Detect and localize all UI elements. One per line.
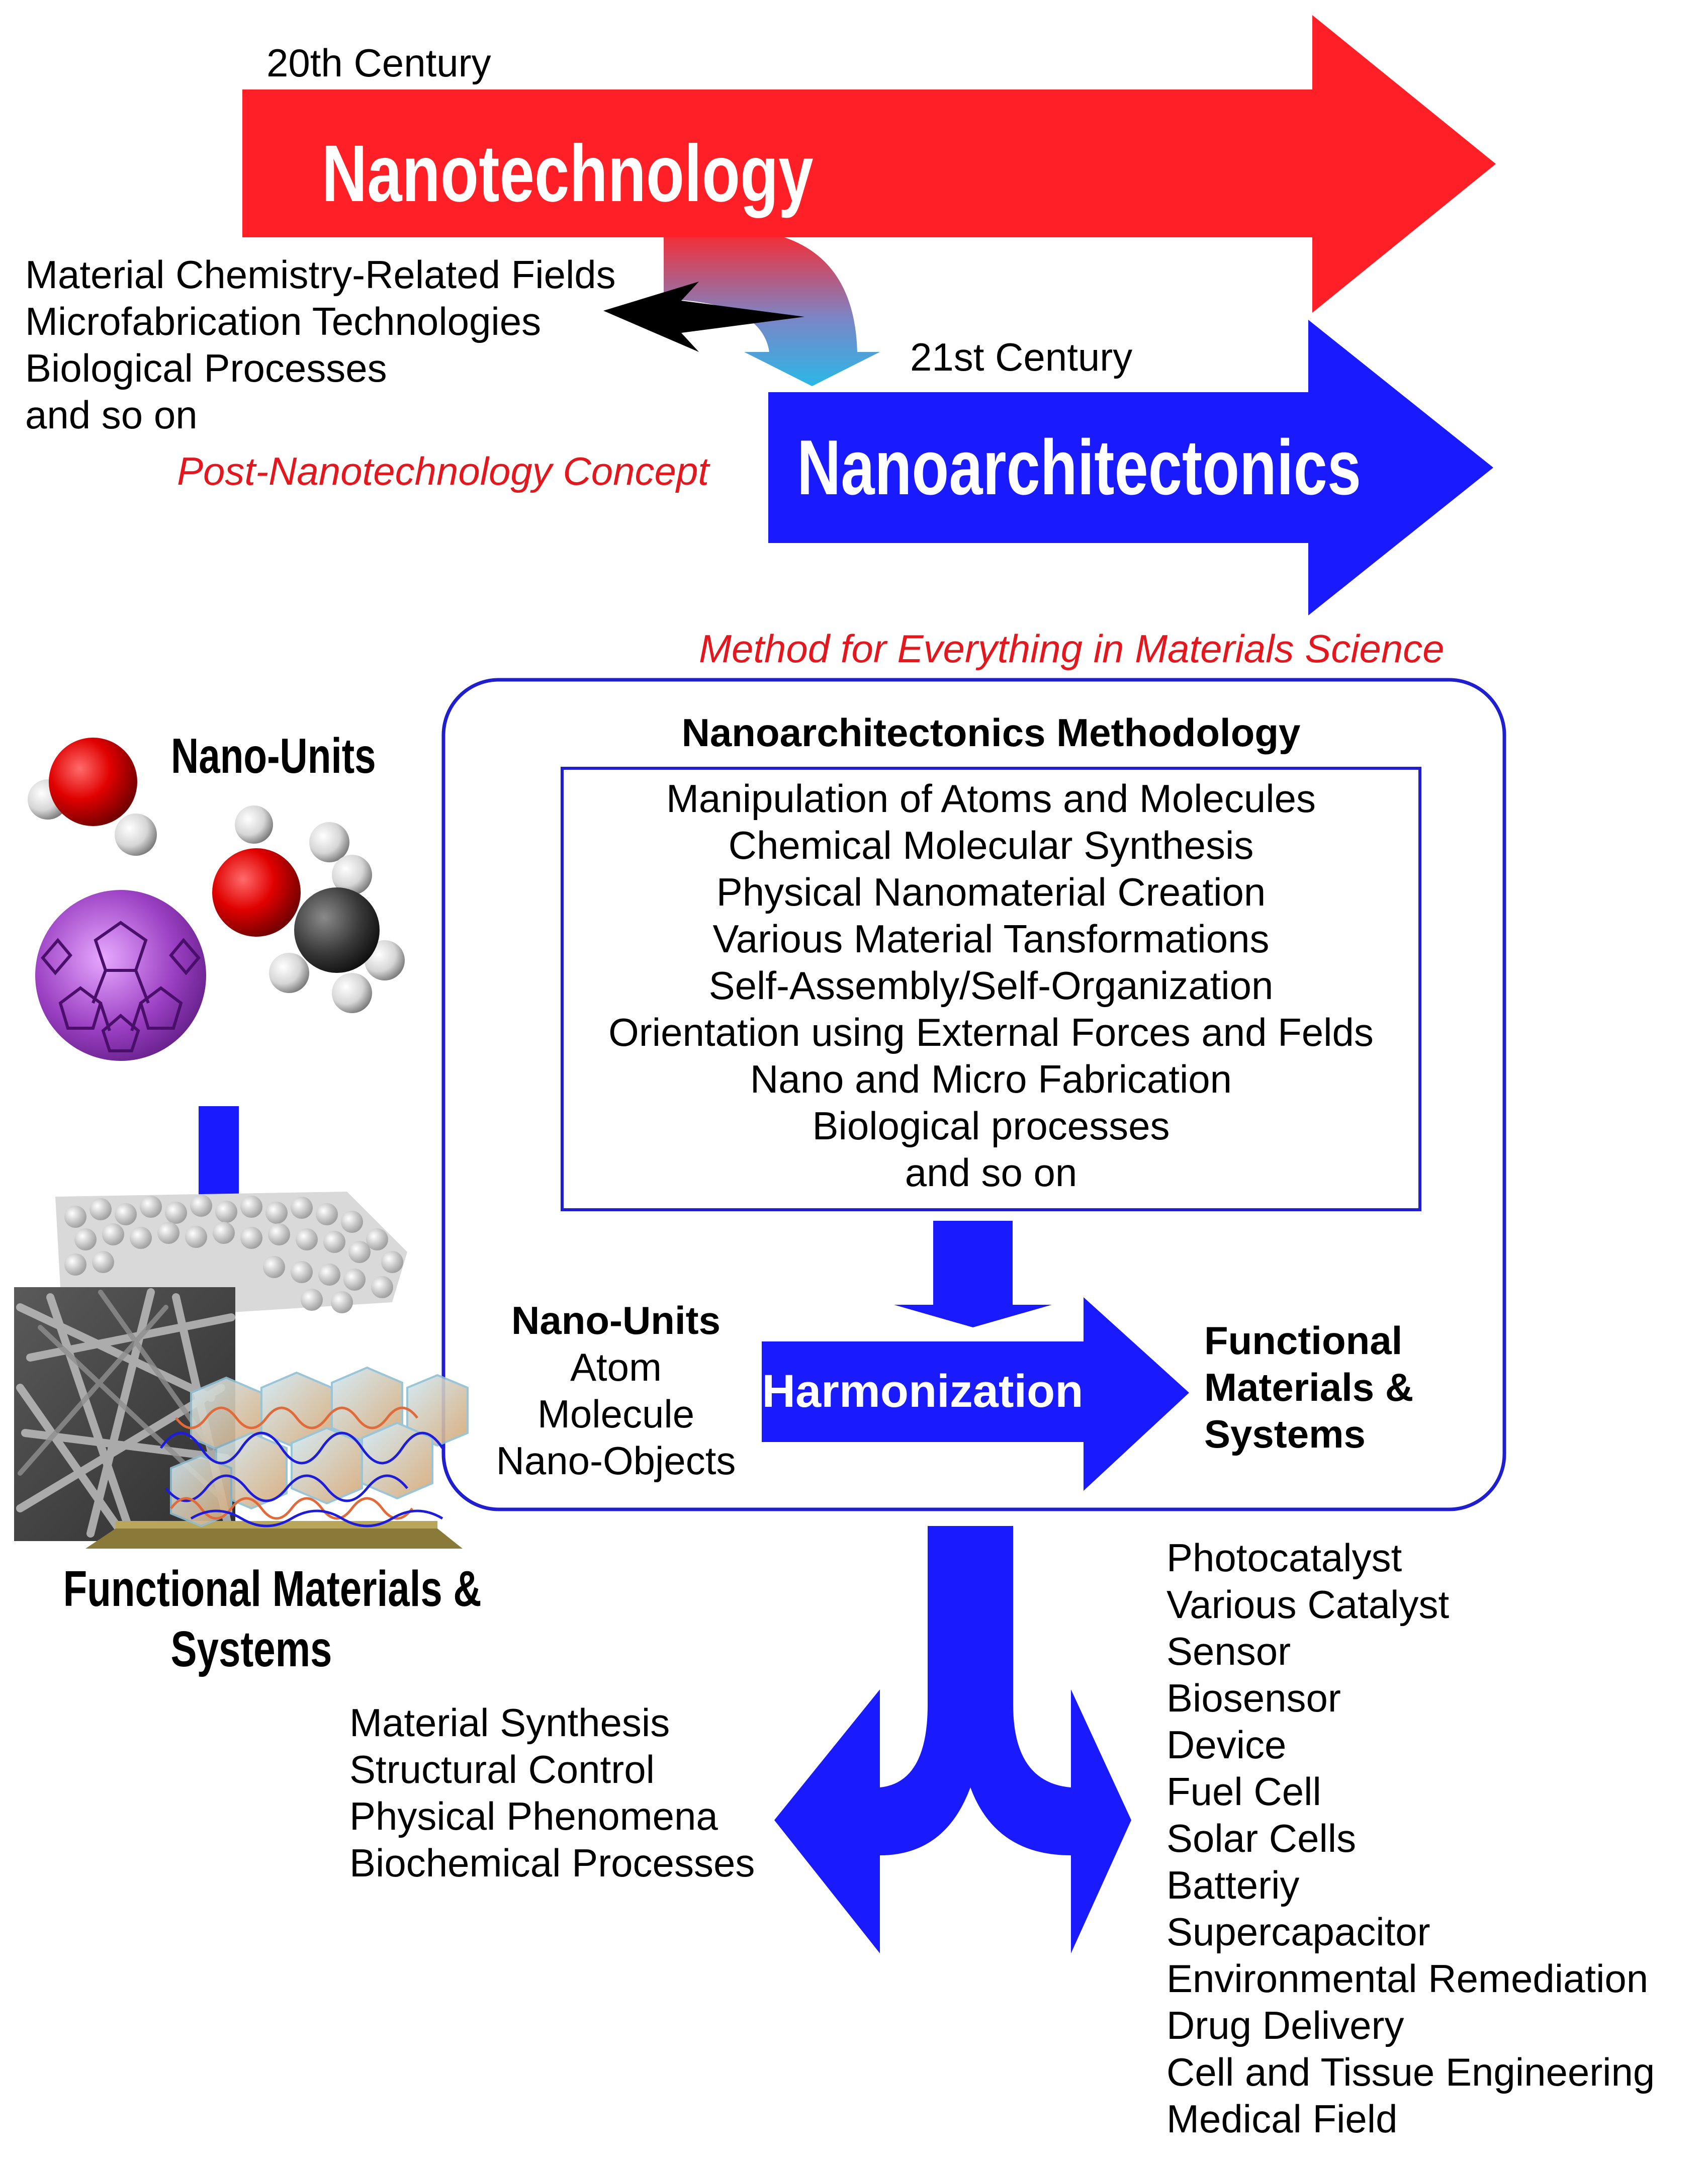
fields-item: and so on [25, 393, 198, 437]
functional-block: Functional Materials & Systems [1204, 1317, 1413, 1458]
black-pointer-arrow [603, 282, 804, 352]
approach-item: Physical Phenomena [349, 1794, 718, 1838]
century-20-label: 20th Century [266, 41, 491, 85]
harmonization-arrow [762, 1297, 1189, 1491]
methodology-item: Various Material Tansformations [712, 917, 1270, 961]
application-item: Biosensor [1166, 1676, 1341, 1720]
functional-line: Systems [1204, 1412, 1366, 1456]
approach-item: Material Synthesis [349, 1700, 670, 1745]
methodology-title: Nanoarchitectonics Methodology [681, 710, 1301, 755]
nano-units-block: Nano-Units Atom Molecule Nano-Objects [483, 1297, 749, 1484]
application-item: Device [1166, 1723, 1287, 1767]
application-item: Solar Cells [1166, 1816, 1357, 1860]
nanoarchitectonics-arrow [768, 320, 1493, 615]
transition-curve-arrow [664, 237, 880, 386]
approach-item: Structural Control [349, 1747, 655, 1791]
methodology-item: Nano and Micro Fabrication [750, 1057, 1232, 1101]
application-item: Various Catalyst [1166, 1582, 1450, 1627]
methodology-item: Manipulation of Atoms and Molecules [666, 776, 1316, 821]
harmonization-label: Harmonization [762, 1366, 1084, 1417]
methodology-frame [441, 678, 1506, 1511]
fields-item: Material Chemistry-Related Fields [25, 252, 616, 297]
nanotechnology-title: Nanotechnology [322, 128, 814, 218]
methodology-item: and so on [905, 1150, 1077, 1195]
application-item: Supercapacitor [1166, 1910, 1430, 1954]
functional-title: Functional Materials & Systems [10, 1559, 493, 1679]
fullerene-icon [35, 890, 206, 1061]
post-concept-label: Post-Nanotechnology Concept [177, 449, 709, 493]
application-item: Batteriy [1166, 1863, 1300, 1907]
functional-title-line: Functional Materials & [63, 1561, 482, 1617]
methodology-item: Chemical Molecular Synthesis [728, 823, 1254, 867]
application-item: Sensor [1166, 1629, 1291, 1673]
approach-item: Biochemical Processes [349, 1841, 755, 1885]
methodology-item: Orientation using External Forces and Fe… [608, 1010, 1374, 1054]
water-molecule-icon [28, 738, 157, 856]
split-arrow [774, 1526, 1131, 1953]
application-item: Cell and Tissue Engineering [1166, 2050, 1655, 2094]
fields-item: Microfabrication Technologies [25, 299, 542, 343]
ethanol-molecule-icon [212, 805, 405, 1013]
application-item: Photocatalyst [1166, 1536, 1402, 1580]
application-item: Medical Field [1166, 2097, 1398, 2141]
methodology-list-box [561, 767, 1421, 1211]
functional-title-line: Systems [170, 1621, 332, 1677]
methodology-item: Physical Nanomaterial Creation [716, 870, 1266, 914]
nanostructure-image [14, 1192, 469, 1549]
fields-item: Biological Processes [25, 346, 387, 390]
methodology-item: Biological processes [812, 1104, 1170, 1148]
methodology-list: Manipulation of Atoms and Molecules Chem… [562, 775, 1420, 1196]
nanoarchitectonics-title: Nanoarchitectonics [797, 424, 1361, 511]
nano-units-item: Molecule [537, 1392, 695, 1436]
application-item: Fuel Cell [1166, 1769, 1321, 1814]
applications-list: Photocatalyst Various Catalyst Sensor Bi… [1166, 1535, 1655, 2142]
down-arrow [894, 1221, 1052, 1327]
century-21-label: 21st Century [910, 335, 1133, 379]
application-item: Drug Delivery [1166, 2003, 1404, 2047]
nano-units-label: Nano-Units [511, 1298, 721, 1342]
application-item: Environmental Remediation [1166, 1956, 1649, 2001]
fields-list: Material Chemistry-Related Fields Microf… [25, 251, 616, 438]
nano-units-title: Nano-Units [171, 728, 376, 783]
methodology-item: Self-Assembly/Self-Organization [708, 963, 1274, 1008]
approaches-list: Material Synthesis Structural Control Ph… [349, 1699, 755, 1886]
functional-line: Functional [1204, 1318, 1403, 1363]
method-tagline: Method for Everything in Materials Scien… [699, 626, 1445, 671]
nano-units-item: Nano-Objects [496, 1439, 736, 1483]
nano-units-item: Atom [570, 1345, 662, 1389]
nanotechnology-arrow [242, 15, 1496, 313]
functional-line: Materials & [1204, 1365, 1414, 1409]
